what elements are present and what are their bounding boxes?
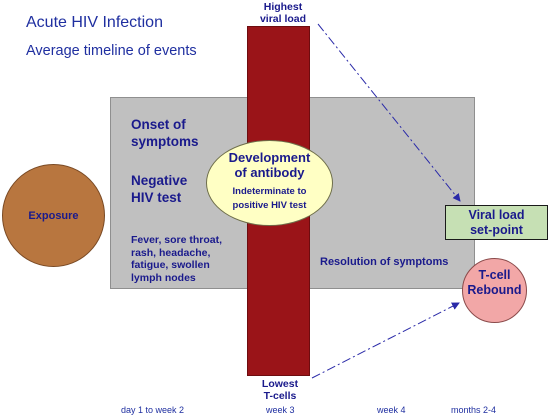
- exposure-circle: Exposure: [2, 164, 105, 267]
- symptoms-list: Fever, sore throat, rash, headache, fati…: [131, 234, 223, 284]
- negative-hiv-test-label: Negative HIV test: [131, 173, 188, 205]
- highest-viral-load-label: Highest viral load: [259, 1, 307, 25]
- resolution-of-symptoms-label: Resolution of symptoms: [320, 256, 449, 268]
- timeline-label-3: week 4: [377, 405, 406, 415]
- tcell-rebound-circle: T-cell Rebound: [462, 258, 527, 323]
- onset-of-symptoms-label: Onset of symptoms: [131, 117, 199, 149]
- antibody-development-ellipse: Development of antibody Indeterminate to…: [206, 140, 333, 226]
- lowest-tcells-label: Lowest T-cells: [261, 378, 299, 402]
- timeline-label-2: week 3: [266, 405, 295, 415]
- timeline-label-1: day 1 to week 2: [121, 405, 185, 415]
- viral-load-decline-arrow: [317, 23, 461, 202]
- diagram-title: Acute HIV Infection: [26, 14, 163, 31]
- diagram-subtitle: Average timeline of events: [26, 43, 197, 59]
- viral-load-setpoint-box: Viral load set-point: [445, 205, 548, 240]
- tcell-rebound-arrow: [311, 302, 460, 379]
- exposure-label: Exposure: [28, 209, 79, 222]
- timeline-label-4: months 2-4: [451, 405, 497, 415]
